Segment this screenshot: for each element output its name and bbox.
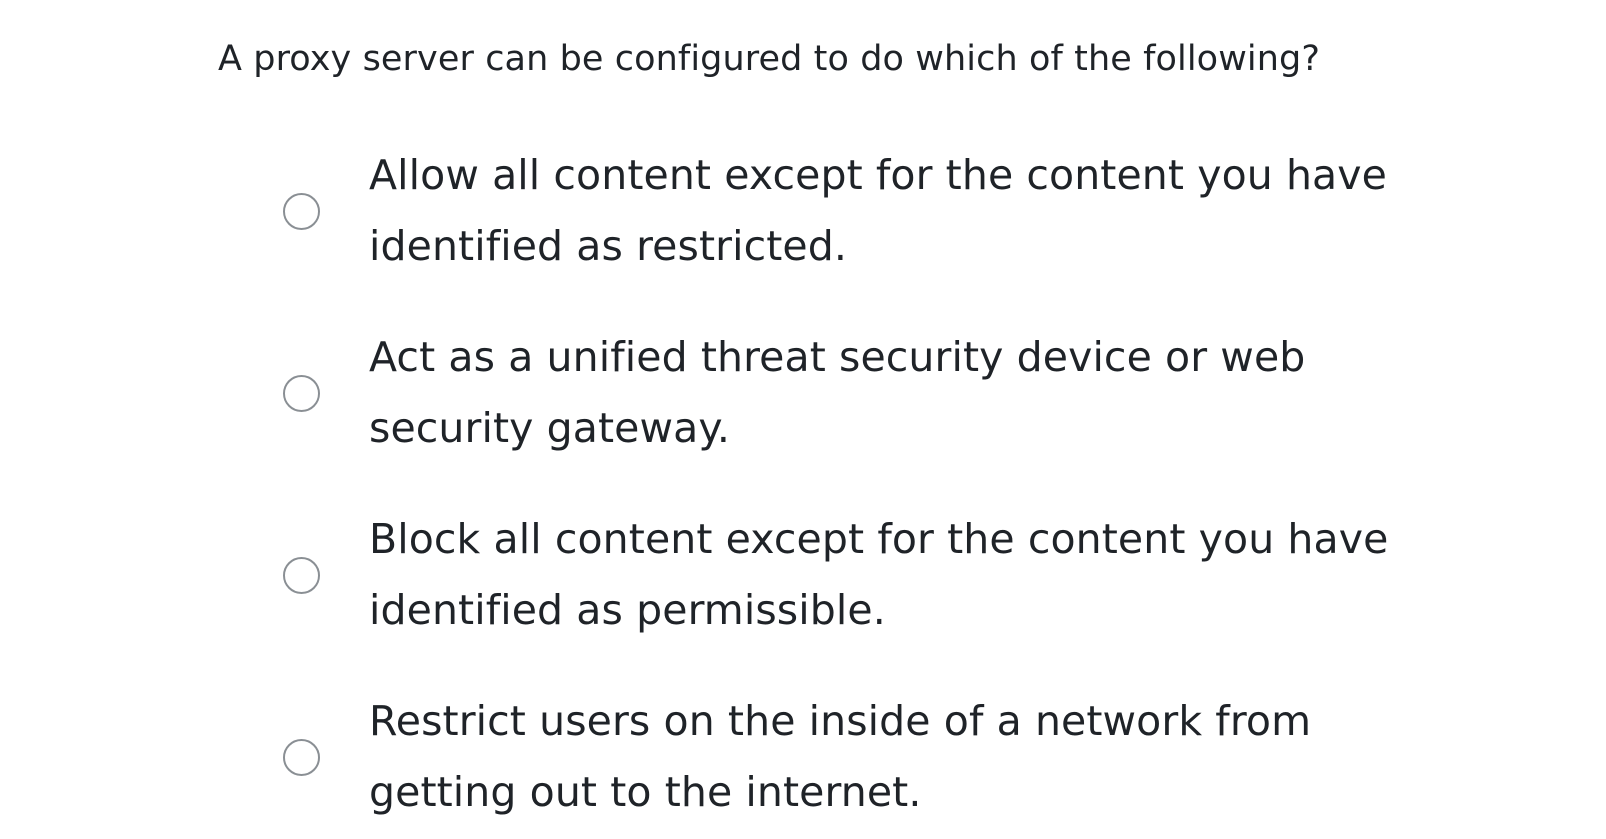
- answer-option-label-b[interactable]: Act as a unified threat security device …: [369, 333, 1306, 452]
- answer-option-row[interactable]: Act as a unified threat security device …: [0, 302, 1606, 484]
- answer-option-row[interactable]: Restrict users on the inside of a networ…: [0, 666, 1606, 839]
- question-prompt: A proxy server can be configured to do w…: [218, 39, 1321, 79]
- radio-circle-icon: [282, 374, 320, 412]
- radio-circle-icon: [282, 556, 320, 594]
- radio-circle-icon: [282, 738, 320, 776]
- question-block: A proxy server can be configured to do w…: [218, 36, 1458, 82]
- radio-button-option-a[interactable]: [282, 192, 320, 230]
- answer-option-row[interactable]: Block all content except for the content…: [0, 484, 1606, 666]
- answer-option-label-a[interactable]: Allow all content except for the content…: [369, 151, 1387, 270]
- answer-options-list: Allow all content except for the content…: [0, 120, 1606, 839]
- answer-option-label-d[interactable]: Restrict users on the inside of a networ…: [369, 697, 1312, 816]
- radio-button-option-b[interactable]: [282, 374, 320, 412]
- answer-option-row[interactable]: Allow all content except for the content…: [0, 120, 1606, 302]
- radio-circle-icon: [282, 192, 320, 230]
- radio-button-option-c[interactable]: [282, 556, 320, 594]
- radio-button-option-d[interactable]: [282, 738, 320, 776]
- answer-option-label-c[interactable]: Block all content except for the content…: [369, 515, 1389, 634]
